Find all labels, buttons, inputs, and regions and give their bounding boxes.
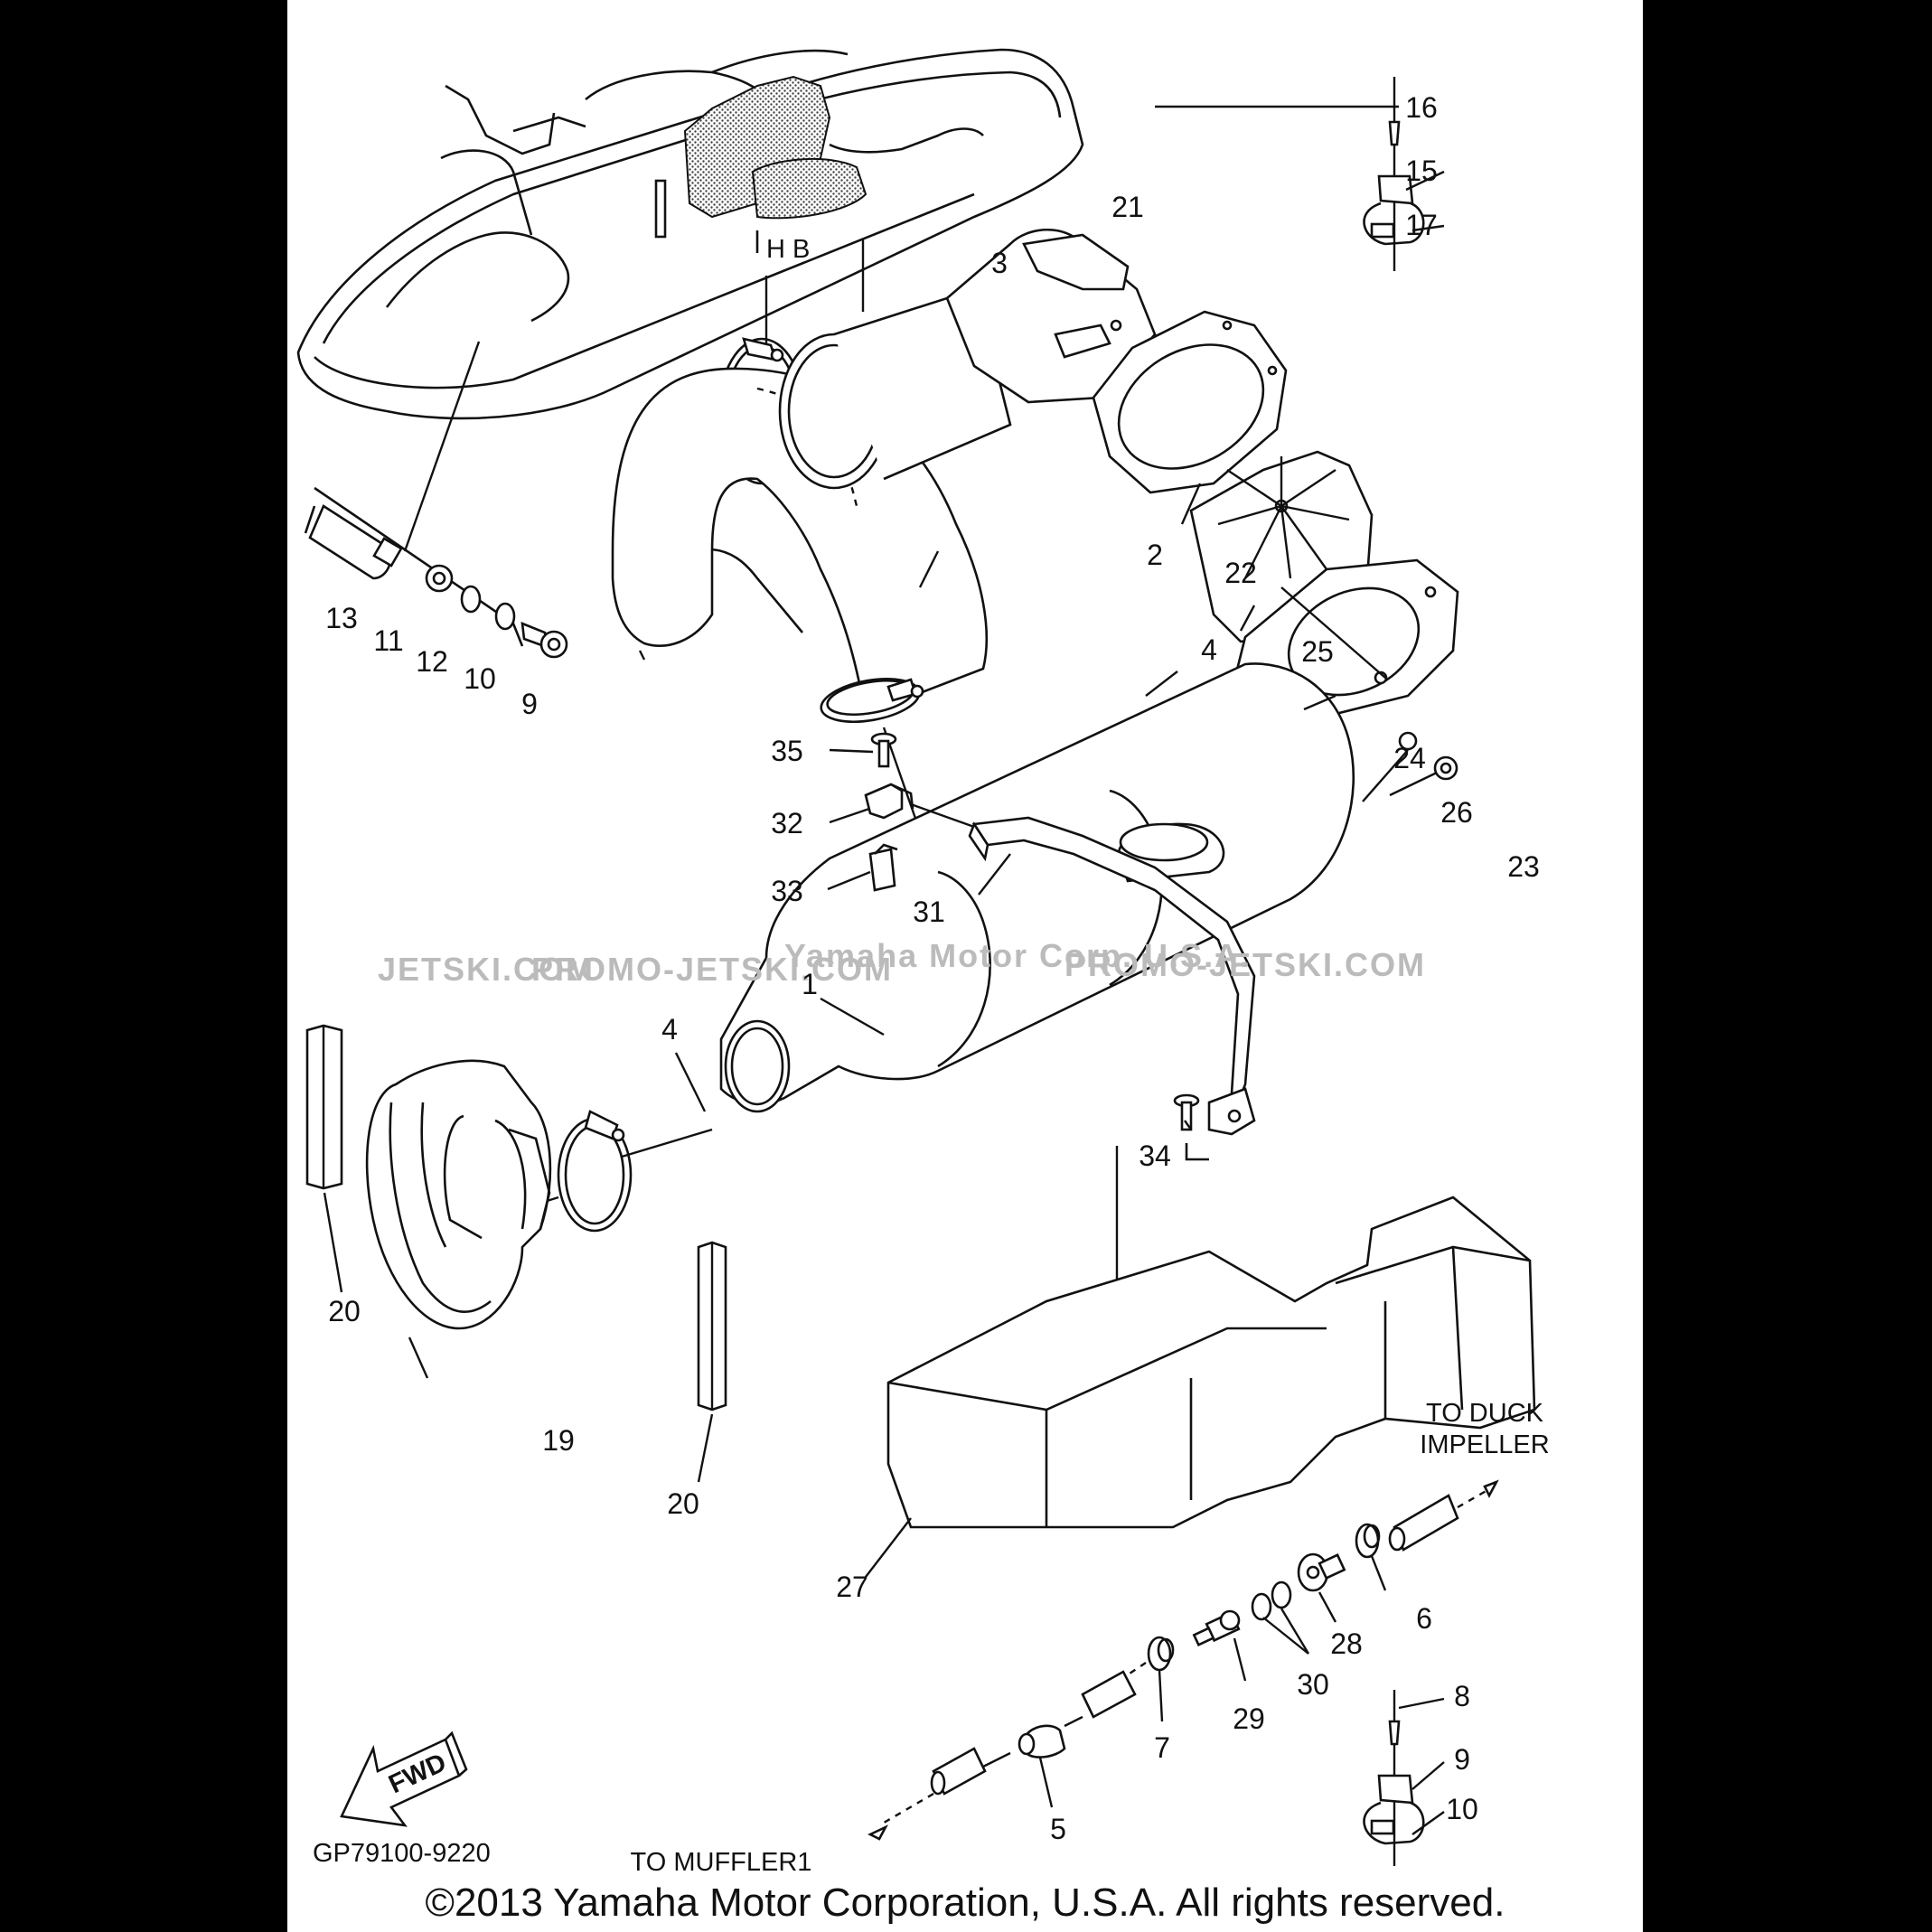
bolt-35 [870, 732, 897, 768]
callout-1: 1 [802, 968, 818, 1000]
callout-35: 35 [771, 735, 803, 767]
note-to-muffler: TO MUFFLER1 [631, 1848, 812, 1877]
strap-31 [968, 816, 1256, 1136]
callout-numbers: 16 15 17 21 3 2 22 25 4 24 26 23 17 13 1… [325, 91, 1540, 1845]
nut-washer-23-26 [1398, 731, 1458, 781]
callout-4-upper: 4 [1201, 633, 1217, 666]
exhaust-joint-21 [778, 228, 1157, 490]
hose-to-muffler [868, 1662, 1147, 1841]
callout-3: 3 [991, 247, 1008, 279]
notes: TO DUCK IMPELLER TO MUFFLER1 GP79100-922… [313, 1399, 1550, 1877]
callout-18: 17 [1405, 209, 1438, 241]
exhaust-outlet-19 [365, 1059, 552, 1330]
hose-clamp-4-lower [557, 1110, 633, 1233]
callout-34: 34 [1139, 1140, 1171, 1172]
watermark-left: JETSKI.COM [378, 951, 595, 988]
callout-15: 13 [325, 602, 358, 634]
callout-26: 26 [1440, 796, 1473, 829]
callout-19: 19 [542, 1424, 575, 1457]
callout-25: 25 [1301, 635, 1334, 668]
callout-21: 21 [1111, 191, 1144, 223]
watermark-right: PROMO-JETSKI.COM [1064, 946, 1426, 983]
callout-30: 30 [1297, 1668, 1329, 1701]
callout-29: 29 [1233, 1702, 1265, 1735]
copyright-notice: ©2013 Yamaha Motor Corporation, U.S.A. A… [426, 1880, 1505, 1925]
fitting-28 [1297, 1552, 1346, 1592]
note-impeller: IMPELLER [1420, 1430, 1549, 1459]
muffler-1 [719, 662, 1355, 1113]
callout-31: 31 [913, 896, 945, 928]
callout-10: 10 [1446, 1793, 1478, 1825]
callout-33: 33 [771, 875, 803, 907]
callout-28: 28 [1330, 1627, 1363, 1660]
watercraft-overview: H B [296, 48, 1084, 420]
svg-text:H B: H B [766, 235, 810, 264]
callout-11: 9 [521, 688, 538, 720]
diagram-code: GP79100-9220 [313, 1839, 491, 1868]
callout-23: 23 [1507, 850, 1540, 883]
callout-24: 24 [1393, 742, 1426, 774]
callout-27: 27 [836, 1571, 868, 1603]
callout-12: 10 [464, 662, 496, 695]
hose-to-duck-impeller [1388, 1479, 1499, 1552]
hose-clip-7 [1147, 1636, 1175, 1672]
callout-16: 15 [1405, 155, 1438, 187]
note-to-duck: TO DUCK [1426, 1399, 1544, 1428]
callout-17: 16 [1405, 91, 1438, 124]
callout-13: 11 [373, 624, 403, 657]
callout-9: 9 [1454, 1743, 1470, 1776]
callout-2: 2 [1147, 539, 1163, 571]
leader-craft-to-detail [403, 341, 481, 552]
callout-7: 7 [1154, 1731, 1170, 1764]
callout-32: 32 [771, 807, 803, 839]
callout-14: 12 [416, 645, 448, 678]
hose-clip-6 [1355, 1523, 1381, 1559]
callout-22: 22 [1224, 557, 1257, 589]
washers-30 [1251, 1580, 1292, 1621]
hose-fitting-detail [304, 486, 568, 659]
clip-assembly-upper [1363, 77, 1425, 271]
watermark: JETSKI.COM PROMO-JETSKI.COM Yamaha Motor… [378, 937, 1426, 988]
callout-20-left: 20 [328, 1295, 361, 1327]
foam-block-27 [886, 1146, 1536, 1529]
leader-lines [323, 105, 1445, 1835]
hose-clamp-4-upper [820, 678, 924, 723]
callout-4-lower: 4 [661, 1013, 678, 1046]
bolt-34 [1173, 1093, 1209, 1161]
watermark-mid: PROMO-JETSKI.COM [531, 951, 893, 988]
damper-strip-20-right [697, 1241, 727, 1411]
damper-strip-20-left [305, 1024, 343, 1190]
clip-assembly-lower [1363, 1690, 1425, 1866]
callout-5: 5 [1050, 1813, 1066, 1845]
exploded-parts-diagram: H B [296, 48, 1550, 1925]
fitting-29 [1192, 1609, 1241, 1646]
gasket-22 [1092, 310, 1288, 494]
nut-33 [868, 843, 898, 892]
callout-8: 8 [1454, 1680, 1470, 1712]
fwd-arrow-icon: FWD [340, 1730, 468, 1827]
callout-6: 6 [1416, 1602, 1432, 1635]
watermark-center: Yamaha Motor Corp. U.S.A. [784, 937, 1251, 974]
diagram-sheet: H B [287, 0, 1643, 1932]
callout-20-right: 20 [667, 1487, 699, 1520]
